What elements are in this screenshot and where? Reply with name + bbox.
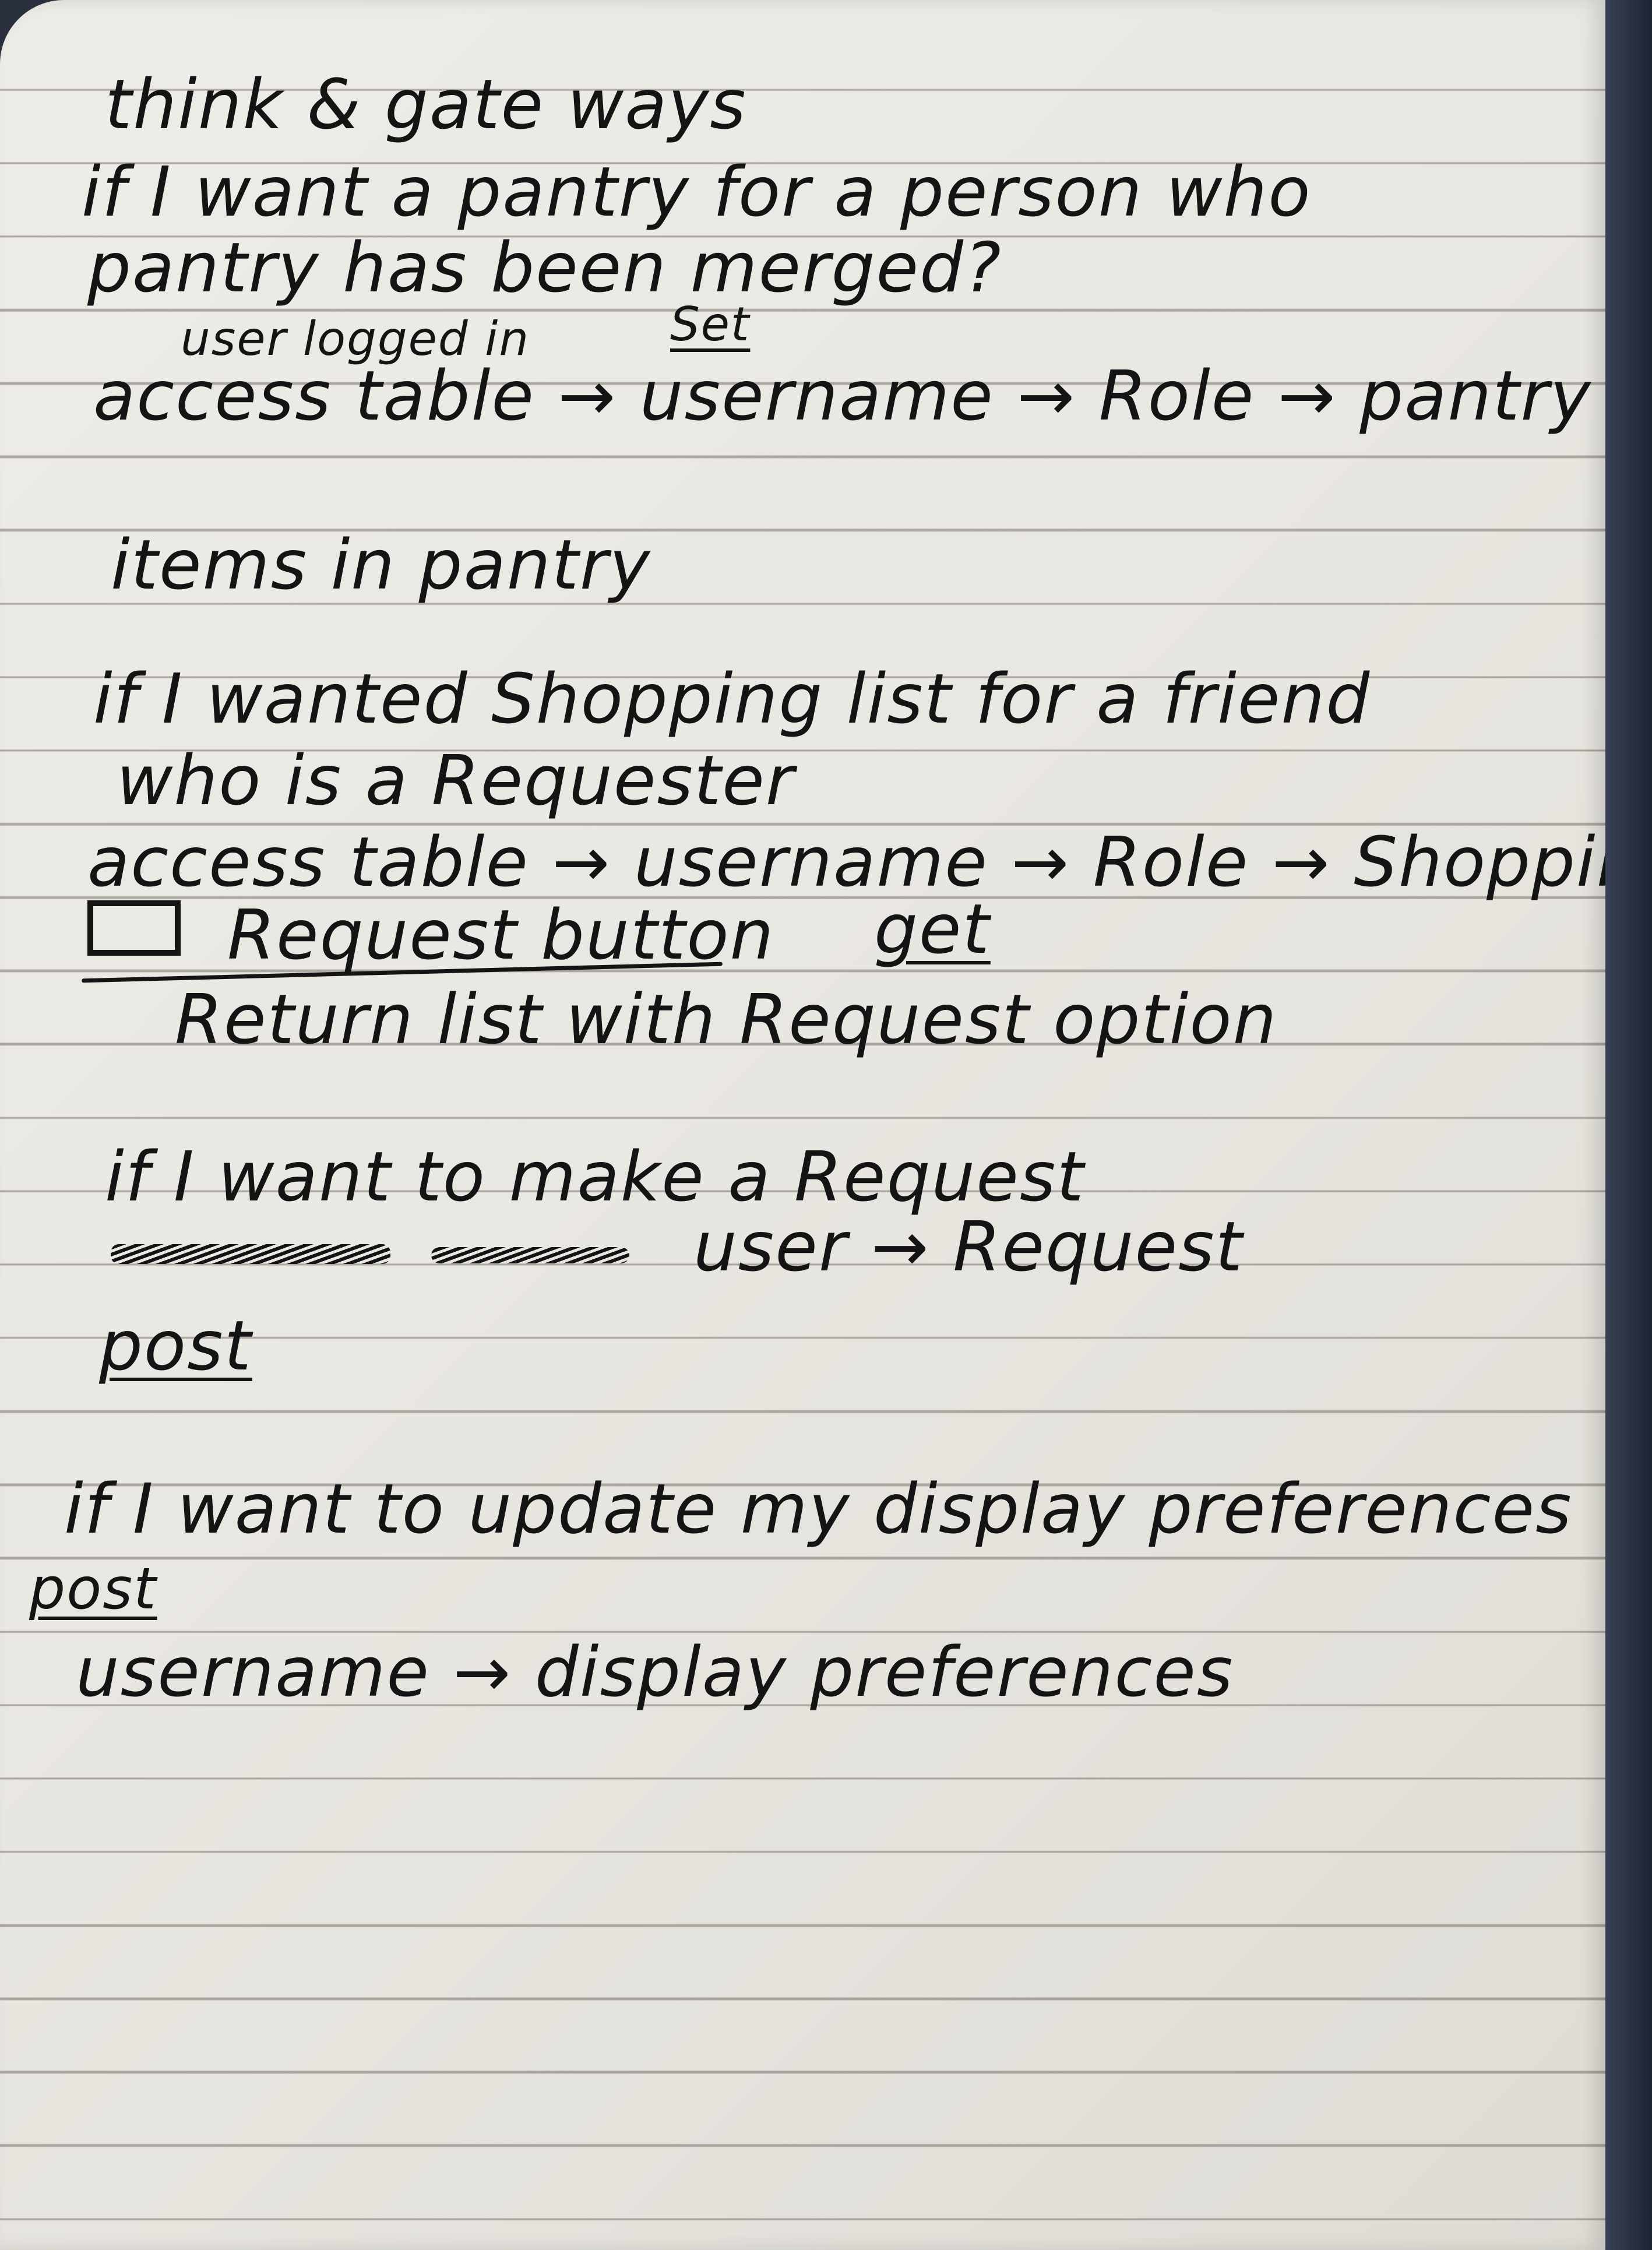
- checkbox-icon: [87, 900, 181, 956]
- note-line-8: who is a Requester: [117, 740, 795, 821]
- note-line-1: think & gate ways: [105, 64, 747, 145]
- crossed-out-scribble: [111, 1244, 390, 1264]
- note-line-11: Return list with Request option: [175, 979, 1278, 1059]
- note-tag-post: post: [29, 1556, 157, 1622]
- note-line-15: if I want to update my display preferenc…: [64, 1469, 1573, 1549]
- note-line-2: if I want a pantry for a person who: [82, 152, 1312, 232]
- note-line-17: username → display preferences: [76, 1632, 1234, 1712]
- note-line-10: Request button: [227, 895, 775, 975]
- crossed-out-scribble: [431, 1247, 629, 1263]
- note-line-5: access table → username → Role → pantry: [93, 355, 1592, 436]
- note-line-3: pantry has been merged?: [87, 227, 1002, 308]
- notebook-cover-edge: [1605, 0, 1652, 2250]
- note-tag-set: Set: [670, 297, 751, 351]
- note-line-9: access table → username → Role → Shoppin…: [87, 822, 1652, 902]
- note-line-6: items in pantry: [111, 524, 651, 605]
- note-tag-get: get: [874, 889, 991, 969]
- note-line-13: user → Request: [693, 1206, 1244, 1287]
- note-line-12: if I want to make a Request: [105, 1136, 1085, 1217]
- note-line-7: if I wanted Shopping list for a friend: [93, 659, 1371, 739]
- note-tag-post: post: [99, 1305, 252, 1386]
- note-line-4: user logged in: [181, 312, 530, 366]
